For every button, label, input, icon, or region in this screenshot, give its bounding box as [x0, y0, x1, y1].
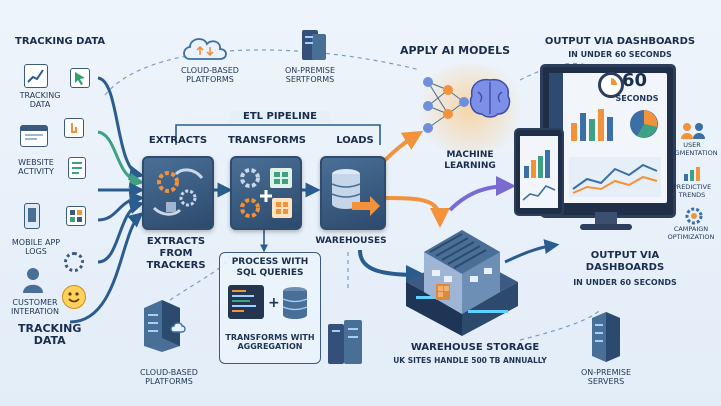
- user-group-icon: [681, 123, 705, 139]
- server-rack-bottom-left: [144, 300, 186, 352]
- click-icon: [64, 118, 84, 138]
- dash-bar-chart: [571, 109, 613, 141]
- dashed-guide-ai: [519, 62, 601, 81]
- database-icon: [280, 285, 310, 321]
- chart-icon: [24, 64, 48, 88]
- loads-box[interactable]: [320, 156, 386, 230]
- sql-caption: TRANSFORMS WITH AGGREGATION: [225, 333, 315, 351]
- gear-arrows-icon: [152, 168, 204, 216]
- trend-icon: [684, 167, 700, 181]
- smiley-icon: [62, 285, 86, 309]
- arrow-source-5: [97, 199, 145, 264]
- extracts-title: EXTRACTS: [148, 135, 208, 146]
- left-heading: TRACKING DATA: [15, 36, 106, 47]
- timer-value: 60: [622, 70, 648, 91]
- dash-line-chart: [569, 157, 661, 197]
- plus-icon: +: [268, 295, 280, 311]
- dashed-guide-top: [104, 49, 421, 96]
- monitor-stand: [595, 212, 617, 226]
- output-subtitle-2: IN UNDER 60 SECONDS: [573, 278, 677, 287]
- arrow-warehouse-dashboard: [448, 176, 516, 212]
- monitor-screen: [549, 73, 667, 203]
- monitor-base: [580, 224, 632, 230]
- desktop-monitor[interactable]: [540, 64, 676, 218]
- arrow-bottom-data: [69, 212, 144, 324]
- output-subtitle: IN UNDER 60 SECONDS: [568, 50, 672, 59]
- source-label-customer: CUSTOMER INTERATION: [11, 298, 59, 316]
- side-item-campaign: CAMPAIGN OPTIMIZATION: [667, 225, 715, 241]
- browser-icon: [20, 125, 48, 147]
- database-load-icon: [331, 169, 380, 216]
- onprem-label-top: ON-PREMISE SERTFORMS: [285, 66, 335, 84]
- gear-icon: [64, 252, 84, 272]
- campaign-gear-icon: [685, 207, 703, 225]
- arrow-warehouse-output: [504, 239, 560, 264]
- arrow-source-1: [97, 76, 145, 181]
- sql-editor-icon: [228, 285, 264, 319]
- transform-grid-icon: [240, 168, 292, 218]
- cloud-label-top: CLOUD-BASED PLATFORMS: [181, 66, 239, 84]
- extracts-subtitle: EXTRACTS FROM TRACKERS: [146, 236, 206, 271]
- output-title: OUTPUT VIA DASHBOARDS: [544, 36, 696, 47]
- transforms-box[interactable]: [230, 156, 302, 230]
- side-item-trends: PREDICTIVE TRENDS: [672, 183, 712, 199]
- ai-caption: MACHINE LEARNING: [444, 150, 496, 171]
- arrow-load-warehouse: [384, 196, 450, 228]
- neural-network-icon: [423, 77, 469, 133]
- source-label-tracking: TRACKING DATA: [19, 91, 61, 109]
- cursor-icon: [70, 68, 90, 88]
- phone-icon: [24, 203, 40, 229]
- storage-caption: UK SITES HANDLE 500 TB ANNUALLY: [393, 356, 547, 365]
- warehouses-label: WAREHOUSES: [315, 236, 387, 246]
- dashed-guide-servers: [519, 309, 601, 341]
- warehouse-building: [406, 230, 518, 336]
- cloud-icon-top: [180, 33, 230, 63]
- source-label-mobile: MOBILE APP LOGS: [11, 238, 61, 256]
- server-icon-top: [300, 28, 328, 62]
- grid-icon: [66, 206, 86, 226]
- onprem-label-bottom: ON-PREMISE SERVERS: [581, 368, 631, 386]
- arrow-source-4: [97, 191, 145, 222]
- transforms-title: TRANSFORMS: [227, 135, 307, 146]
- stopwatch-icon: [598, 72, 624, 98]
- doc-icon: [68, 157, 86, 179]
- arrow-warehouse-label: [358, 249, 426, 285]
- extracts-box[interactable]: [142, 156, 214, 230]
- tablet-screen: [520, 136, 558, 208]
- server-rack-bottom-mid: [328, 320, 362, 364]
- etl-pipeline-title: ETL PIPELINE: [230, 111, 330, 122]
- sql-panel[interactable]: PROCESS WITH SQL QUERIES + TRANSFORMS WI…: [219, 252, 321, 364]
- user-icon: [22, 266, 44, 294]
- sql-title: PROCESS WITH SQL QUERIES: [231, 257, 309, 278]
- loads-title: LOADS: [336, 135, 374, 146]
- storage-title: WAREHOUSE STORAGE: [410, 342, 540, 353]
- brain-icon: [469, 78, 511, 118]
- cloud-label-bottom: CLOUD-BASED PLATFORMS: [140, 368, 198, 386]
- output-title-2: OUTPUT VIA DASHBOARDS: [585, 250, 665, 273]
- source-label-website: WEBSITE ACTIVITY: [18, 158, 54, 176]
- side-item-segmentation: USER SEGMENTATION: [666, 141, 718, 157]
- server-rack-bottom-right: [592, 312, 620, 362]
- tablet-device[interactable]: [514, 128, 564, 216]
- bottom-tracking-label: TRACKING DATA: [18, 322, 82, 347]
- dash-pie-chart: [630, 110, 658, 138]
- ai-title: APPLY AI MODELS: [399, 44, 511, 57]
- timer-unit: SECONDS: [615, 94, 659, 103]
- tablet-charts: [522, 150, 556, 201]
- arrow-source-2: [97, 130, 145, 188]
- etl-bracket: [175, 124, 381, 145]
